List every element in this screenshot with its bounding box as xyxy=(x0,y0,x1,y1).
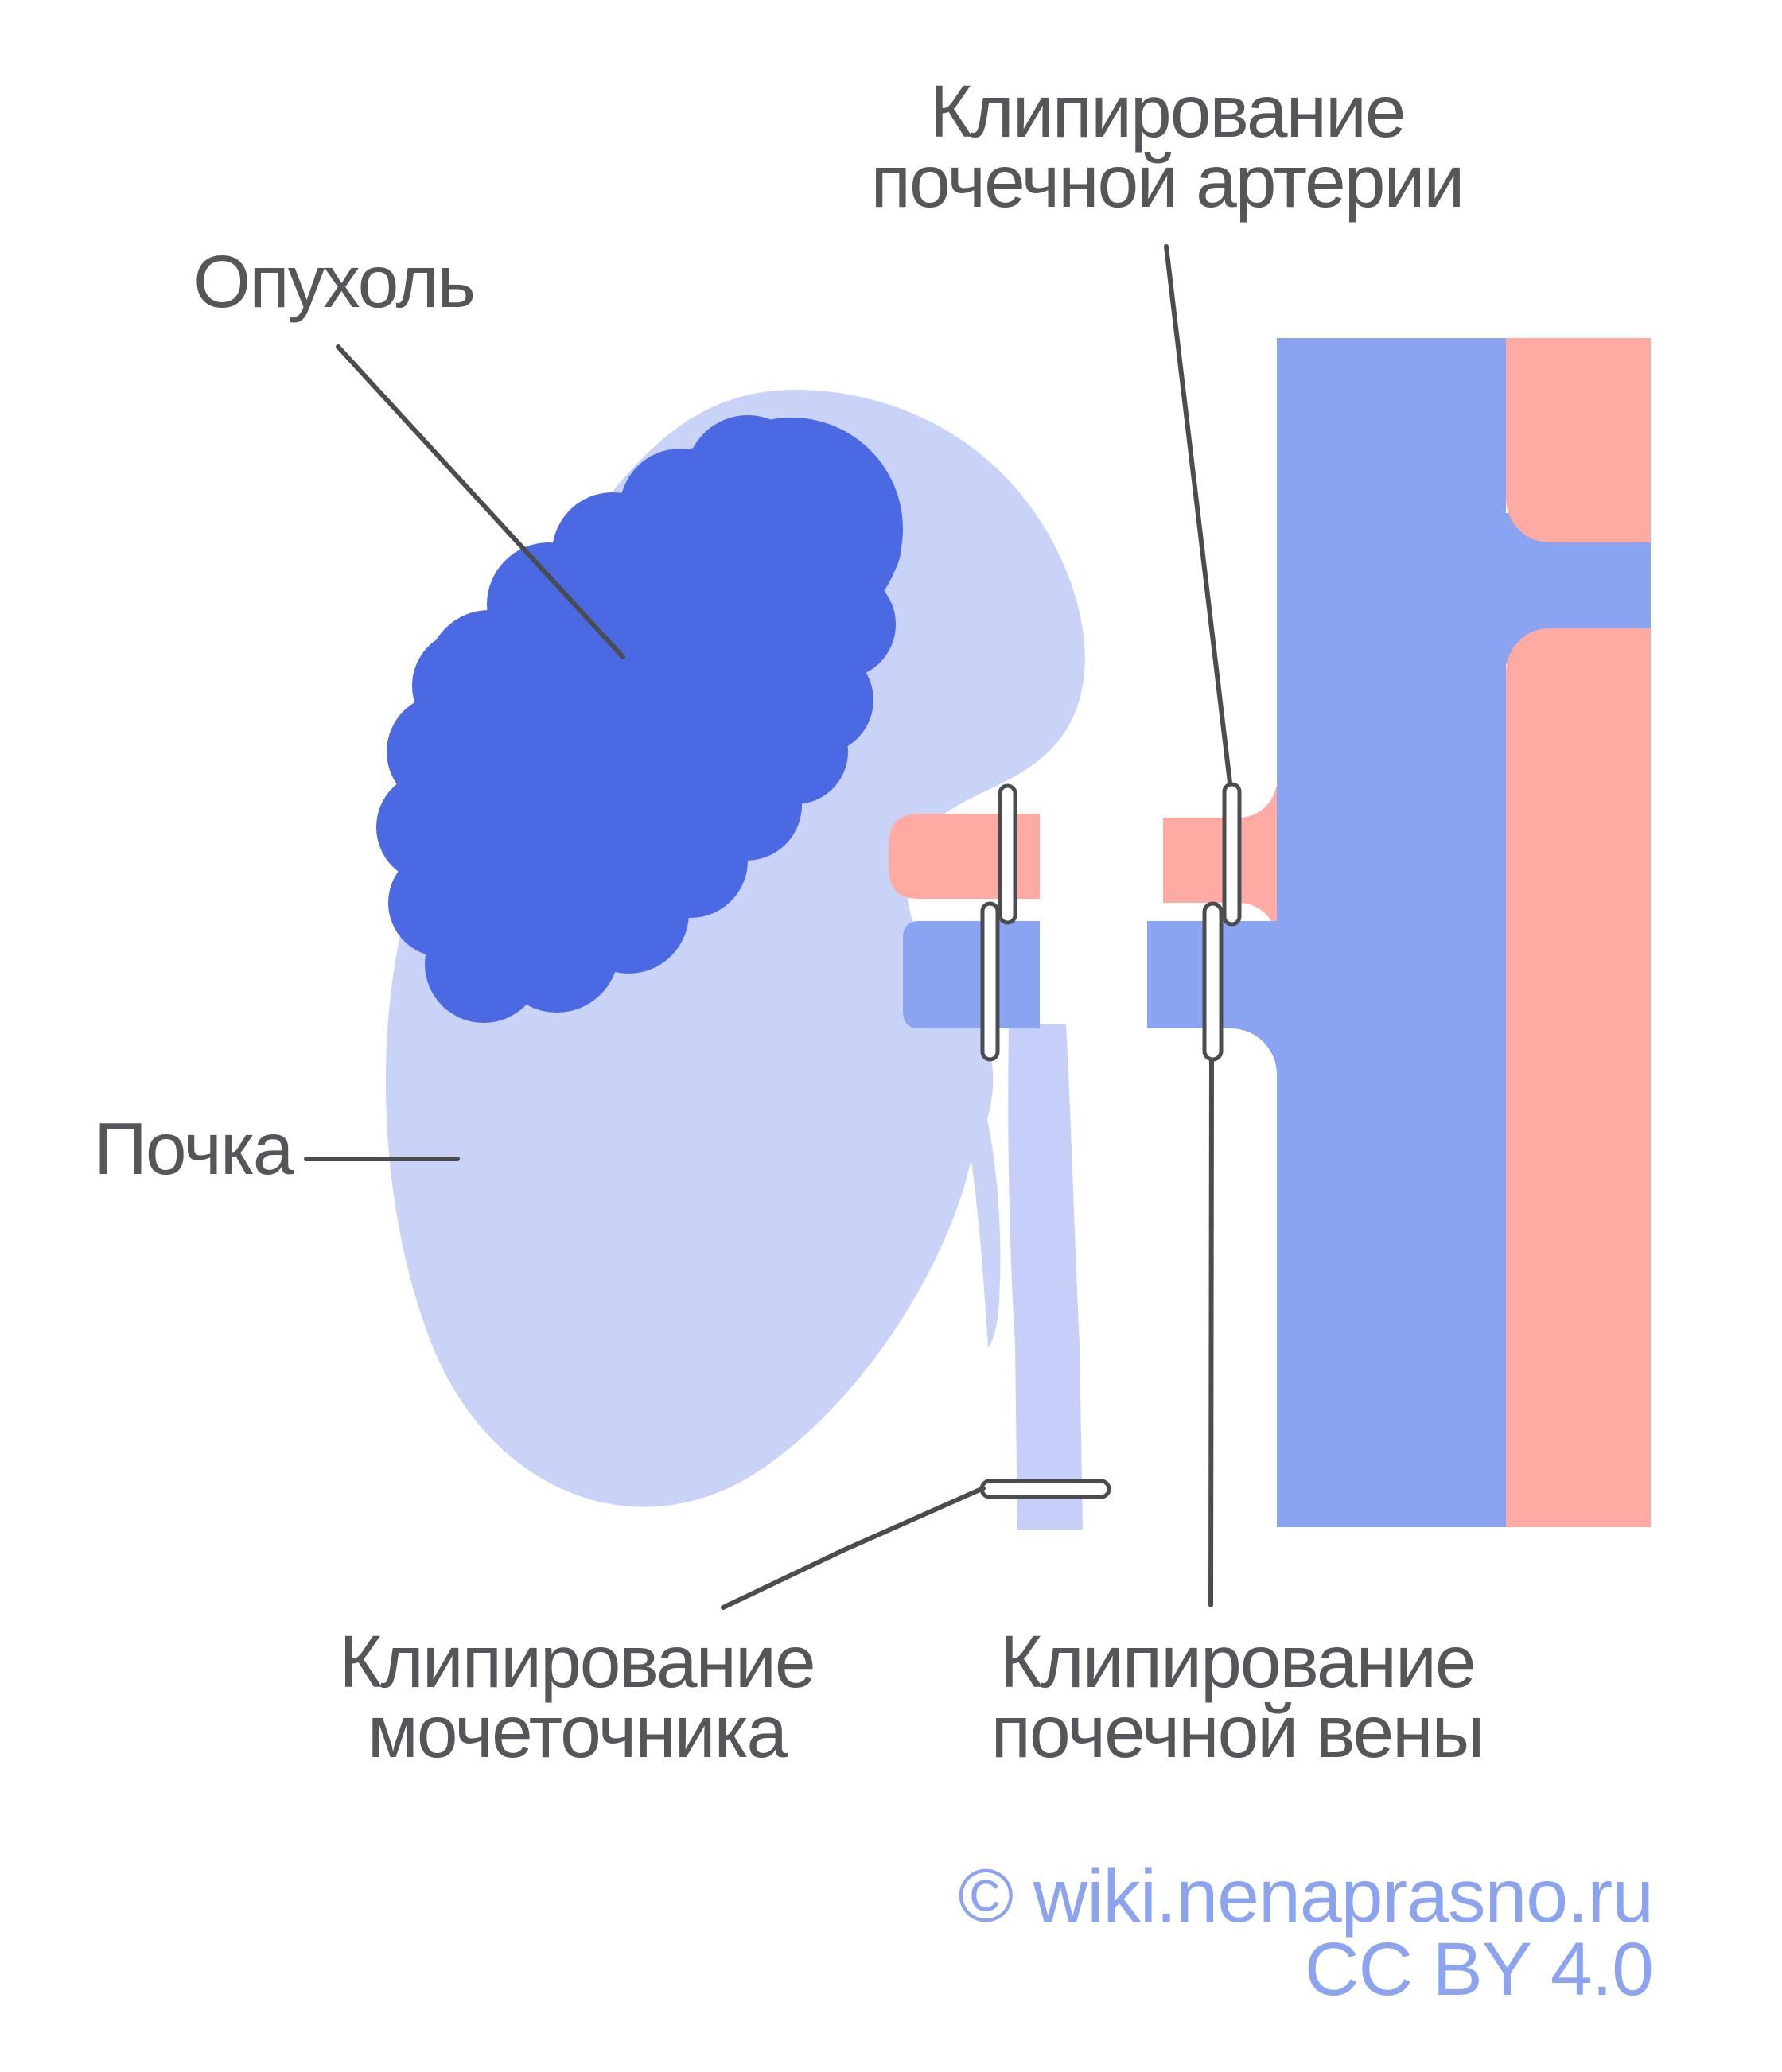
vein-clip-kidney-side-icon xyxy=(980,901,1000,1062)
vein-clip-label: Клипирование почечной вены xyxy=(991,1625,1485,1769)
artery-clip-leader-line xyxy=(1164,244,1232,785)
renal-vein-stub-left xyxy=(903,921,1040,1028)
watermark-copyright: © wiki.nenaprasno.ru xyxy=(958,1854,1654,1938)
ureter-clip-label: Клипирование мочеточника xyxy=(339,1625,815,1769)
aorta-lower xyxy=(1506,628,1651,1527)
artery-clip-label-line1: Клипирование xyxy=(929,70,1406,153)
ureter-clip-label-line2: мочеточника xyxy=(367,1690,788,1773)
vena-cava xyxy=(1277,338,1506,1527)
vein-fillet-carve xyxy=(1176,1028,1277,1078)
hilum-lip-sliver xyxy=(953,1036,1001,1347)
artery-flare-carve-top xyxy=(1158,779,1277,818)
ureter-clip-leader-line xyxy=(721,1486,986,1610)
vein-clip-leader-line xyxy=(1208,1058,1214,1607)
tumor-leader-line xyxy=(336,344,625,659)
tumor-shape xyxy=(376,415,903,1023)
vein-clip-label-line2: почечной вены xyxy=(990,1690,1485,1773)
artery-clip-aorta-side-icon xyxy=(1222,782,1242,927)
renal-artery-stub-right xyxy=(1163,818,1277,903)
watermark-license: CC BY 4.0 xyxy=(1304,1927,1654,2012)
artery-clip-label-line2: почечной артерии xyxy=(870,140,1465,223)
artery-clip-kidney-side-icon xyxy=(998,783,1017,925)
watermark: © wiki.nenaprasno.ru CC BY 4.0 xyxy=(958,1854,1654,2012)
ureter-clip-icon xyxy=(979,1479,1111,1499)
tumor-label: Опухоль xyxy=(193,240,476,323)
ureter-shape xyxy=(1008,1024,1083,1530)
ureter-clip-label-line1: Клипирование xyxy=(339,1620,815,1703)
aorta-upper xyxy=(1506,338,1651,542)
vein-clip-cava-side-icon xyxy=(1202,901,1224,1062)
artery-clip-label: Клипирование почечной артерии xyxy=(871,75,1465,219)
vein-clip-label-line1: Клипирование xyxy=(999,1620,1476,1703)
kidney-label: Почка xyxy=(94,1107,294,1190)
